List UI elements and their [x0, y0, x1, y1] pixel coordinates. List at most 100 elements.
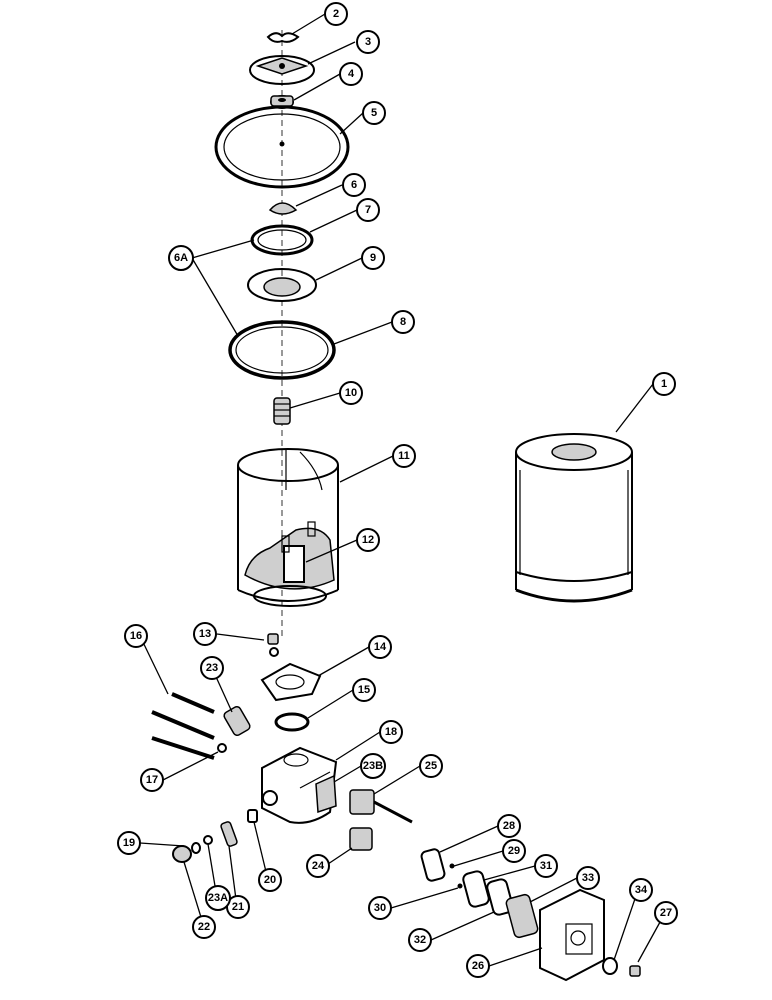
callout-26: 26: [466, 954, 490, 978]
part-12-base: [244, 521, 335, 607]
callout-label: 2: [333, 8, 339, 20]
callout-label: 20: [264, 874, 276, 886]
part-22-plug: [172, 842, 201, 863]
callout-label: 18: [385, 726, 397, 738]
callout-21: 21: [226, 895, 250, 919]
callout-label: 28: [503, 820, 515, 832]
part-34-washer: [602, 957, 618, 975]
part-23-fitting: [223, 705, 251, 737]
callout-label: 4: [348, 68, 355, 80]
callout-label: 23: [206, 662, 218, 674]
callout-19: 19: [117, 831, 141, 855]
callout-label: 10: [345, 387, 357, 399]
callout-label: 24: [312, 860, 325, 872]
callout-32: 32: [408, 928, 432, 952]
callout-33: 33: [576, 866, 600, 890]
part-21-spring: [220, 821, 238, 847]
part-11-bowl: [237, 448, 339, 602]
callout-10: 10: [339, 381, 363, 405]
callout-28: 28: [497, 814, 521, 838]
callout-5: 5: [362, 101, 386, 125]
callout-9: 9: [361, 246, 385, 270]
callout-34: 34: [629, 878, 653, 902]
callout-label: 32: [414, 934, 426, 946]
callout-label: 27: [660, 907, 672, 919]
part-2-wing-nut: [266, 32, 300, 43]
part-24-idler-gear: [349, 827, 373, 851]
callout-22: 22: [192, 915, 216, 939]
callout-1: 1: [652, 372, 676, 396]
part-8-seal-ring: [228, 320, 336, 380]
callout-label: 21: [232, 901, 244, 913]
part-33-cover-gasket: [505, 893, 539, 939]
part-5-cover: [214, 105, 350, 189]
part-30-pin: [457, 883, 463, 889]
callout-2: 2: [324, 2, 348, 26]
callout-23a: 23A: [205, 885, 231, 911]
callout-label: 29: [508, 845, 520, 857]
callout-17: 17: [140, 768, 164, 792]
callout-label: 6A: [174, 252, 188, 264]
callout-24: 24: [306, 854, 330, 878]
callout-label: 13: [199, 628, 211, 640]
part-3-cap: [249, 55, 315, 85]
callout-label: 22: [198, 921, 210, 933]
callout-15: 15: [352, 678, 376, 702]
leader-lines: [139, 13, 666, 967]
part-16-bolts: [151, 692, 215, 760]
callout-label: 23A: [208, 892, 228, 904]
callout-20: 20: [258, 868, 282, 892]
callout-label: 5: [371, 107, 377, 119]
part-1-filter-element: [515, 433, 633, 603]
callout-27: 27: [654, 901, 678, 925]
callout-label: 25: [425, 760, 437, 772]
callout-29: 29: [502, 839, 526, 863]
part-23b-gasket: [315, 774, 337, 814]
part-14-gasket-plate: [260, 662, 322, 702]
part-13-screw: [267, 633, 279, 657]
callout-4: 4: [339, 62, 363, 86]
callout-label: 17: [146, 774, 158, 786]
callout-label: 6: [351, 179, 357, 191]
part-32-seal: [486, 878, 514, 916]
part-17-washer: [217, 743, 227, 753]
callout-7: 7: [356, 198, 380, 222]
callout-label: 23B: [363, 760, 383, 772]
part-6-retainer: [268, 202, 298, 215]
callout-label: 15: [358, 684, 370, 696]
callout-label: 31: [540, 860, 552, 872]
callout-25: 25: [419, 754, 443, 778]
part-23a-washer: [203, 835, 213, 845]
part-20-valve: [247, 809, 258, 823]
callout-label: 9: [370, 252, 376, 264]
part-15-o-ring: [274, 712, 310, 732]
callout-13: 13: [193, 622, 217, 646]
callout-16: 16: [124, 624, 148, 648]
callout-18: 18: [379, 720, 403, 744]
part-28-plate: [420, 848, 446, 882]
callout-label: 16: [130, 630, 142, 642]
callout-label: 7: [365, 204, 371, 216]
callout-6a: 6A: [168, 245, 194, 271]
callout-label: 8: [400, 316, 406, 328]
callout-14: 14: [368, 635, 392, 659]
part-25-drive-gear: [349, 789, 413, 824]
callout-label: 14: [374, 641, 387, 653]
part-10-spring: [273, 397, 291, 425]
callout-3: 3: [356, 30, 380, 54]
part-27-nut: [629, 965, 641, 977]
callout-label: 11: [398, 450, 410, 462]
callout-30: 30: [368, 896, 392, 920]
callout-31: 31: [534, 854, 558, 878]
part-9-baffle: [247, 268, 317, 302]
callout-6: 6: [342, 173, 366, 197]
callout-23: 23: [200, 656, 224, 680]
callout-12: 12: [356, 528, 380, 552]
callout-label: 1: [661, 378, 667, 390]
callout-label: 30: [374, 902, 386, 914]
callout-11: 11: [392, 444, 416, 468]
part-31-gasket: [462, 870, 490, 908]
callout-label: 26: [472, 960, 484, 972]
callout-label: 12: [362, 534, 374, 546]
